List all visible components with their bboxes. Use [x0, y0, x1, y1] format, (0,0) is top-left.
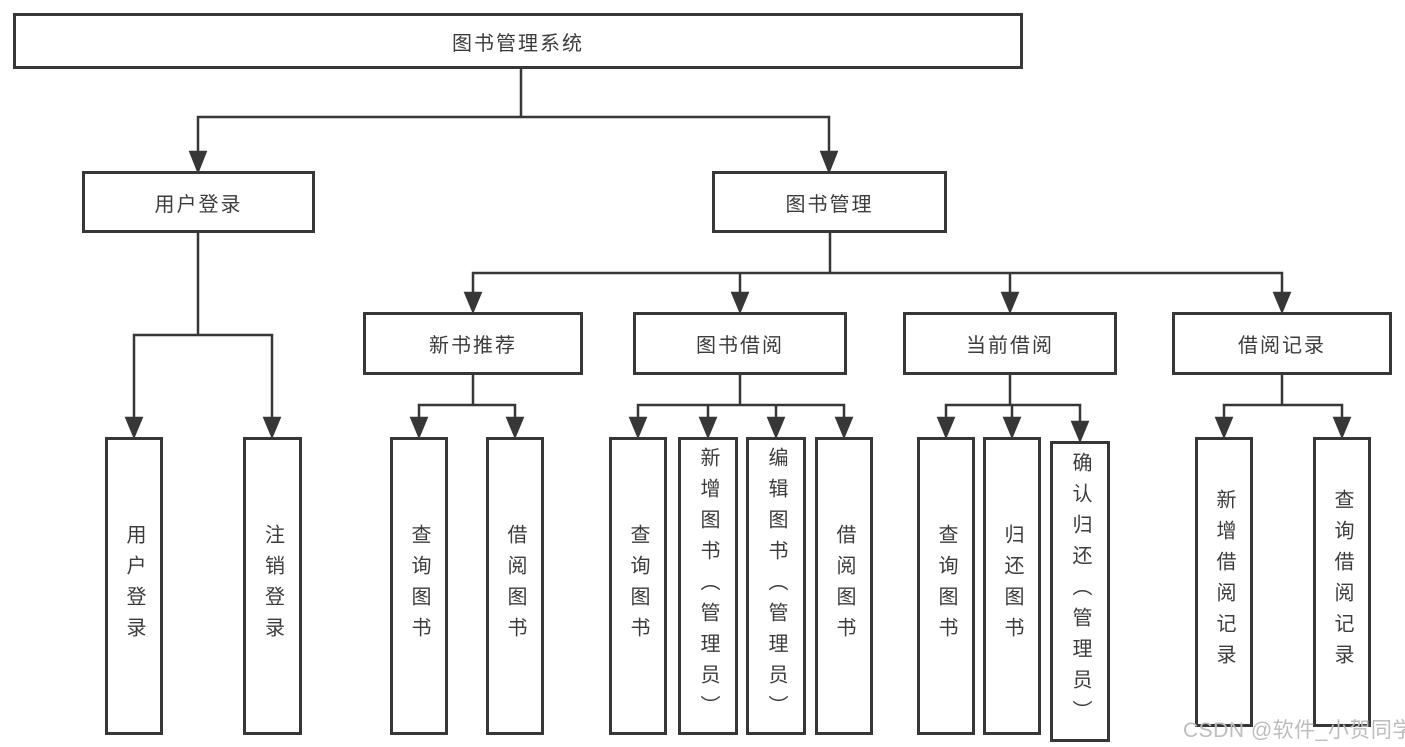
node-borrowing-records-label: 借阅记录 — [1238, 335, 1326, 357]
leaf-borrow-books-recommend-label: 借阅图书 — [504, 524, 526, 648]
node-user-login-section-label: 用户登录 — [154, 193, 243, 216]
leaf-return-books-label: 归还图书 — [1001, 524, 1023, 648]
leaf-user-login-label: 用户登录 — [123, 524, 145, 648]
leaf-return-books: 归还图书 — [983, 437, 1041, 735]
leaf-edit-books-admin-label: 编辑图书（管理员） — [765, 446, 787, 726]
csdn-watermark: CSDN @软件_小贺同学 — [1183, 719, 1405, 742]
leaf-query-books-current-label: 查询图书 — [935, 524, 957, 648]
leaf-confirm-return-admin-label: 确认归还（管理员） — [1069, 452, 1091, 731]
leaf-query-books-borrowing: 查询图书 — [609, 437, 667, 735]
leaf-add-books-admin: 新增图书（管理员） — [678, 437, 738, 735]
node-root-system: 图书管理系统 — [13, 13, 1023, 69]
node-root-system-label: 图书管理系统 — [452, 32, 584, 55]
node-user-login-section: 用户登录 — [82, 171, 315, 233]
leaf-edit-books-admin: 编辑图书（管理员） — [746, 437, 806, 735]
leaf-query-books-borrowing-label: 查询图书 — [627, 524, 649, 648]
leaf-user-login: 用户登录 — [105, 437, 163, 735]
node-current-borrowing-label: 当前借阅 — [966, 335, 1054, 357]
leaf-logout-label: 注销登录 — [261, 524, 284, 648]
leaf-query-books-recommend-label: 查询图书 — [408, 524, 430, 648]
leaf-borrow-books-label: 借阅图书 — [833, 524, 855, 648]
leaf-logout: 注销登录 — [243, 437, 302, 735]
node-book-management-section: 图书管理 — [712, 171, 947, 233]
leaf-add-borrow-record-label: 新增借阅记录 — [1213, 489, 1235, 675]
node-book-management-section-label: 图书管理 — [785, 193, 874, 216]
leaf-add-borrow-record: 新增借阅记录 — [1195, 437, 1253, 727]
node-new-book-recommend-label: 新书推荐 — [429, 335, 517, 357]
leaf-confirm-return-admin: 确认归还（管理员） — [1050, 441, 1110, 742]
node-borrowing-records: 借阅记录 — [1172, 312, 1392, 375]
node-current-borrowing: 当前借阅 — [903, 312, 1117, 375]
node-book-borrowing: 图书借阅 — [633, 312, 847, 375]
node-book-borrowing-label: 图书借阅 — [696, 335, 784, 357]
leaf-borrow-books-recommend: 借阅图书 — [486, 437, 544, 735]
leaf-query-books-recommend: 查询图书 — [390, 437, 448, 735]
leaf-query-borrow-record: 查询借阅记录 — [1313, 437, 1371, 727]
leaf-borrow-books: 借阅图书 — [815, 437, 873, 735]
leaf-query-borrow-record-label: 查询借阅记录 — [1331, 489, 1353, 675]
node-new-book-recommend: 新书推荐 — [363, 312, 583, 375]
leaf-add-books-admin-label: 新增图书（管理员） — [697, 446, 719, 726]
leaf-query-books-current: 查询图书 — [917, 437, 975, 735]
